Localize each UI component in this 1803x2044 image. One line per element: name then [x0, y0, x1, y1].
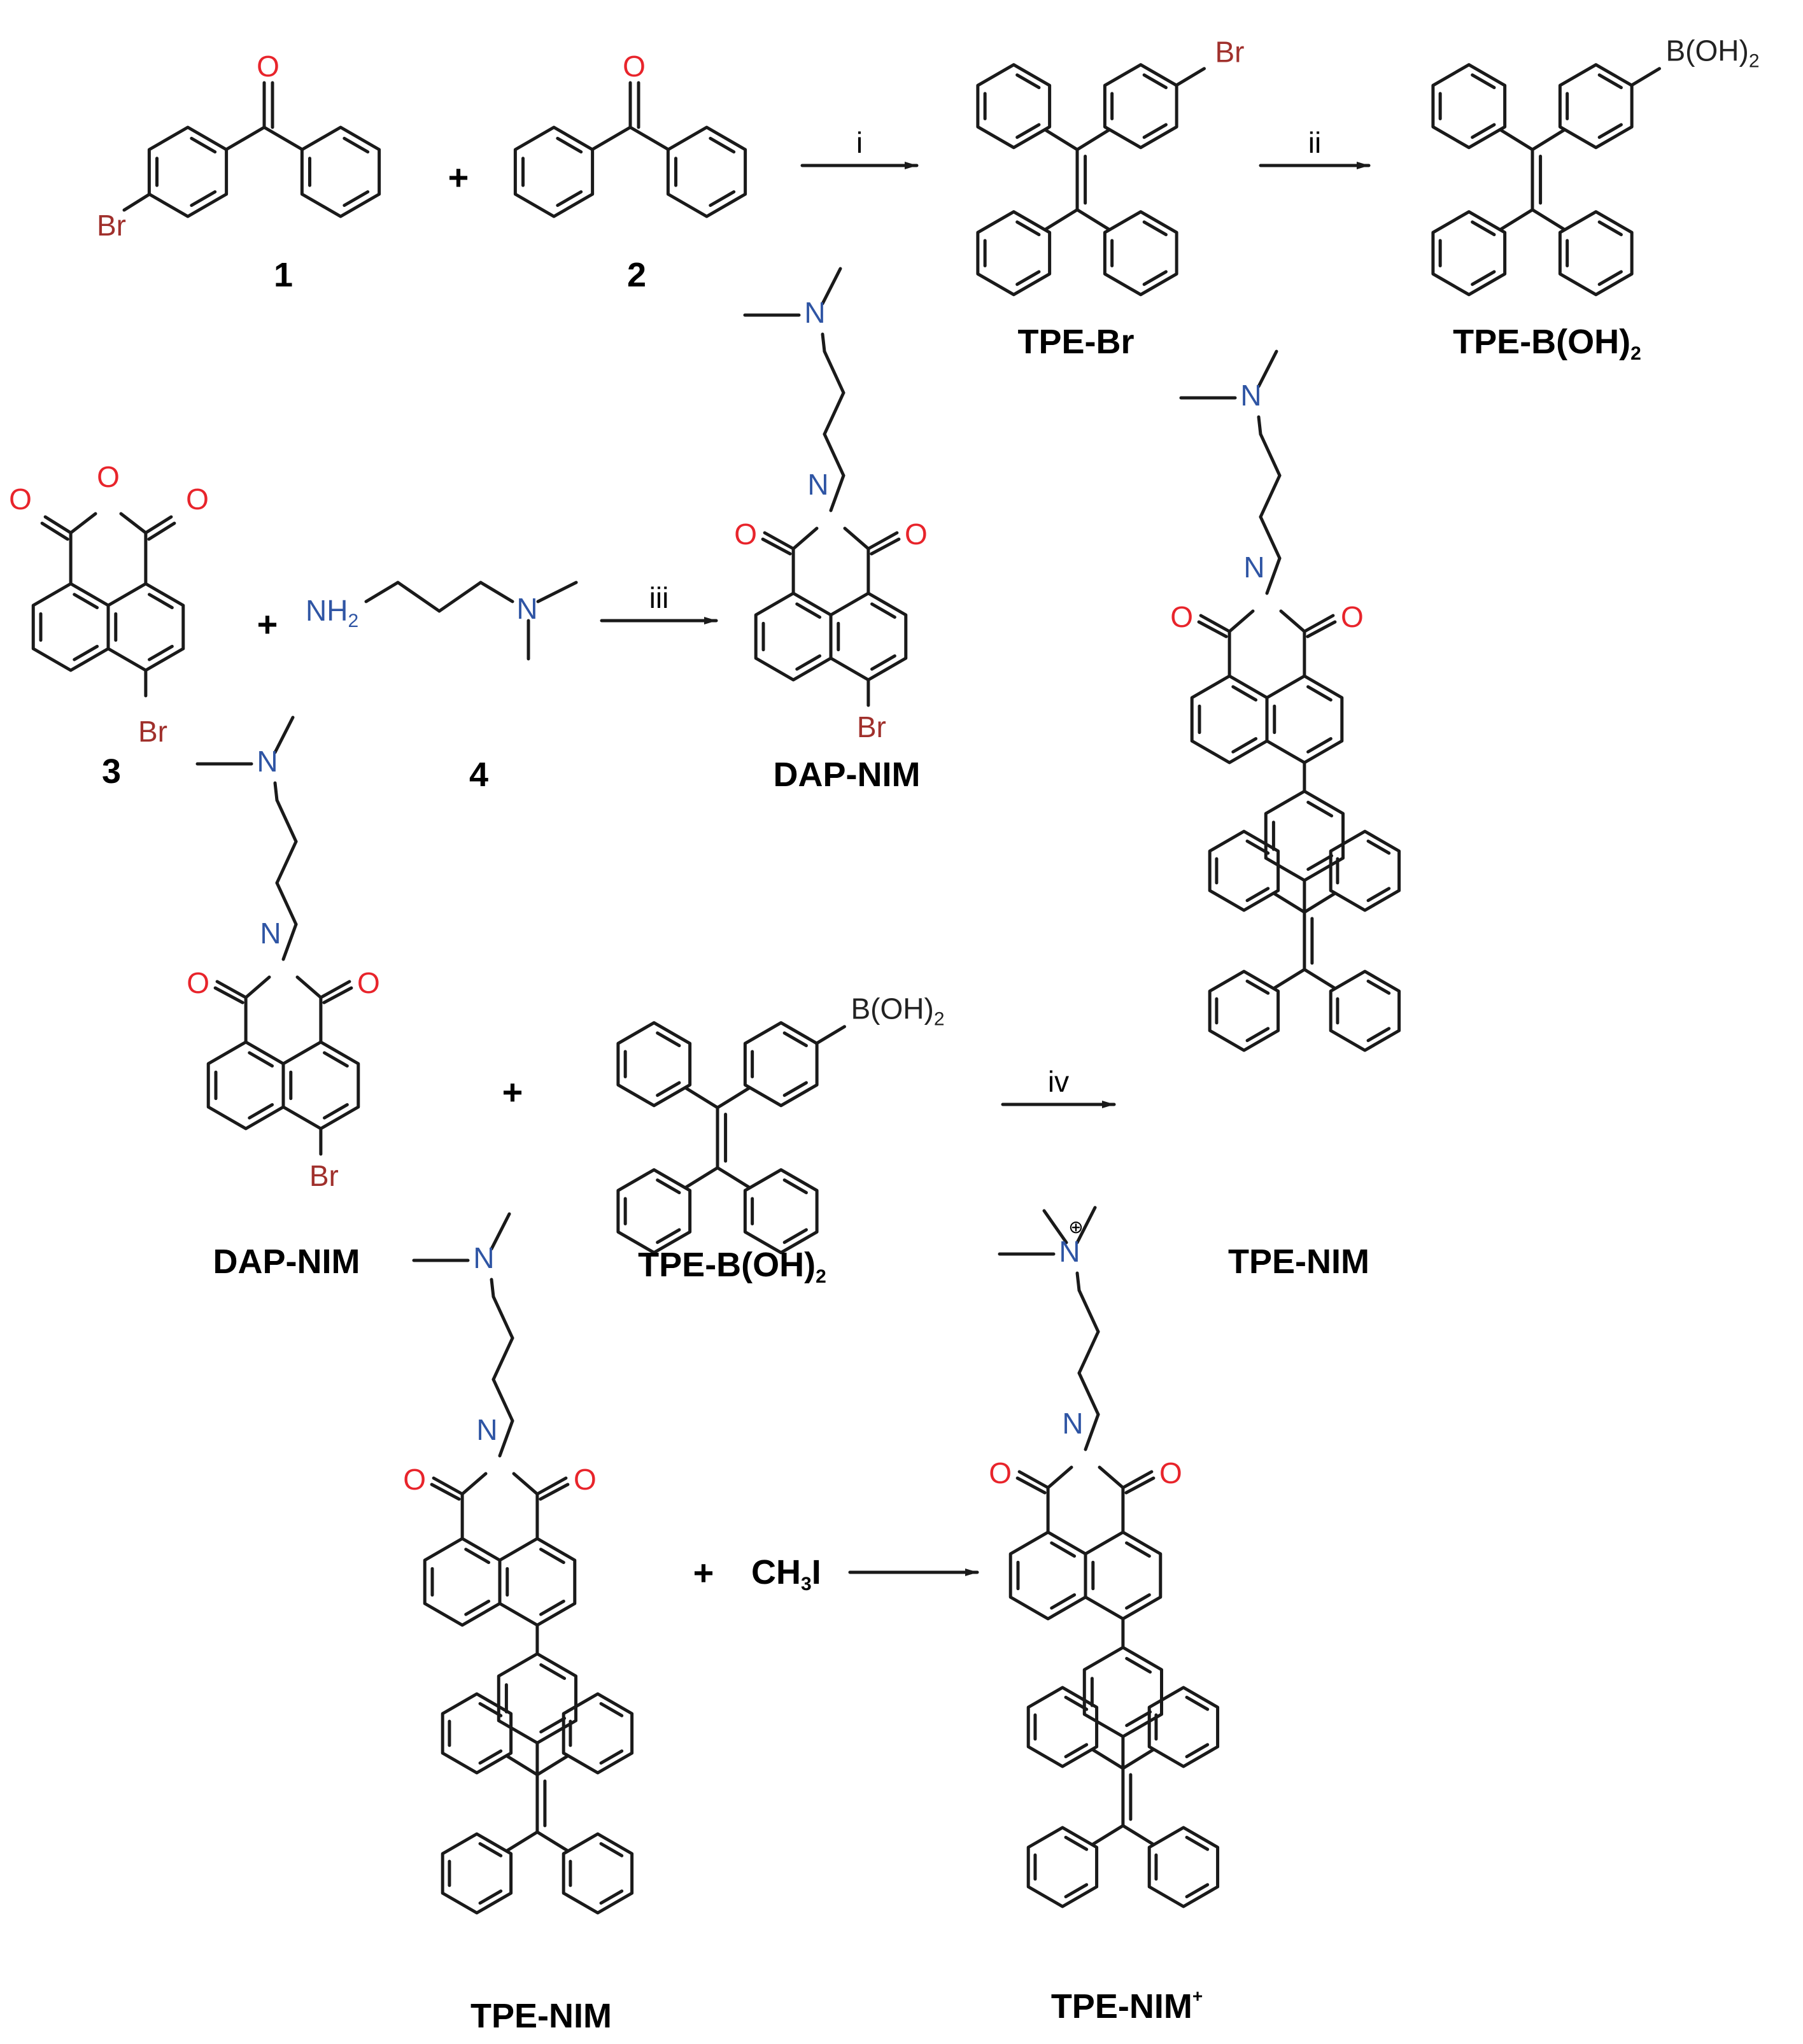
oxygen-label: O [186, 483, 209, 516]
plus-sign: + [448, 157, 469, 197]
tpe-nim-product-phenyl-linker [1264, 761, 1345, 914]
oxygen-label: O [257, 50, 279, 83]
nitrogen-label: N [807, 468, 828, 501]
tpe-boronic-acid [1431, 63, 1661, 297]
dap-nim-label-2: DAP-NIM [213, 1243, 360, 1281]
compound-4-label: 4 [469, 756, 488, 794]
tpe-nim-reactant-phenyl-linker [497, 1623, 578, 1777]
oxygen-label: O [905, 518, 928, 551]
compound-2-label: 2 [627, 256, 646, 294]
oxygen-label: O [989, 1456, 1012, 1490]
tpe-br-label: TPE-Br [1017, 323, 1134, 361]
oxygen-label: O [1341, 600, 1364, 633]
bromine-label: Br [1215, 36, 1245, 69]
compound-3 [31, 512, 185, 698]
tpe-nim-cation-label: TPE-NIM+ [1051, 1986, 1203, 2026]
tpe-nim-cation-phenyl-linker [1082, 1617, 1164, 1770]
compound-1-label: 1 [274, 256, 293, 294]
nitrogen-label: N [1062, 1407, 1083, 1440]
nitrogen-label: N [476, 1413, 497, 1446]
boronic-acid-label: B(OH)2 [1666, 34, 1760, 72]
bromine-label: Br [138, 715, 167, 748]
boronic-acid-label: B(OH)2 [851, 992, 945, 1030]
reagent-i-label: i [856, 126, 863, 159]
oxygen-label: O [574, 1463, 597, 1496]
tpe-nim-reactant-tpe [441, 1692, 634, 1915]
tpe-nim-cation-tpe [1026, 1686, 1220, 1908]
bromine-label: Br [309, 1159, 339, 1192]
reagent-iii-label: iii [649, 581, 669, 614]
tpe-nim-product [1179, 349, 1344, 765]
oxygen-label: O [1159, 1456, 1182, 1490]
tpe-nim-label-2: TPE-NIM [470, 1997, 612, 2035]
tpe-boronic-acid-reactant [616, 1021, 846, 1255]
nitrogen-label: N [473, 1241, 494, 1274]
tpe-boh-label-1: TPE-B(OH)2 [1453, 323, 1641, 364]
nitrogen-label: N [1240, 379, 1261, 412]
dap-nim [743, 267, 908, 707]
reagent-iv-label: iv [1048, 1065, 1069, 1098]
plus-sign: + [693, 1553, 714, 1593]
oxygen-label: O [734, 518, 757, 551]
amine-label: NH2 [306, 594, 358, 631]
oxygen-label: O [403, 1463, 426, 1496]
tpe-br [976, 63, 1206, 297]
compound-3-label: 3 [102, 752, 121, 791]
nitrogen-label: N [260, 917, 281, 950]
tpe-boh-label-2: TPE-B(OH)2 [638, 1246, 826, 1287]
nitrogen-label: N [804, 296, 825, 329]
dap-nim-label-1: DAP-NIM [774, 756, 921, 794]
tpe-nim-label-1: TPE-NIM [1228, 1243, 1369, 1281]
plus-sign: + [257, 604, 278, 644]
nitrogen-label: N [1059, 1235, 1080, 1268]
bromine-label: Br [857, 710, 886, 744]
plus-sign: + [502, 1072, 523, 1112]
tpe-nim-reactant [412, 1212, 577, 1627]
dap-nim-reactant [195, 715, 360, 1156]
cation-charge: ⊕ [1068, 1217, 1083, 1237]
oxygen-label: O [357, 966, 380, 999]
nitrogen-label: N [516, 592, 537, 625]
oxygen-label: O [1170, 600, 1193, 633]
oxygen-label: O [9, 483, 32, 516]
nitrogen-label: N [257, 745, 278, 778]
bromine-label: Br [97, 209, 126, 242]
compound-1 [122, 81, 381, 218]
oxygen-label: O [97, 460, 120, 493]
reagent-ii-label: ii [1308, 126, 1321, 159]
compound-4 [364, 581, 578, 661]
oxygen-label: O [623, 50, 646, 83]
nitrogen-label: N [1243, 551, 1264, 584]
methyl-iodide-label: CH3I [751, 1553, 821, 1595]
tpe-nim-product-tpe [1208, 829, 1401, 1052]
compound-2 [513, 81, 747, 218]
oxygen-label: O [187, 966, 209, 999]
